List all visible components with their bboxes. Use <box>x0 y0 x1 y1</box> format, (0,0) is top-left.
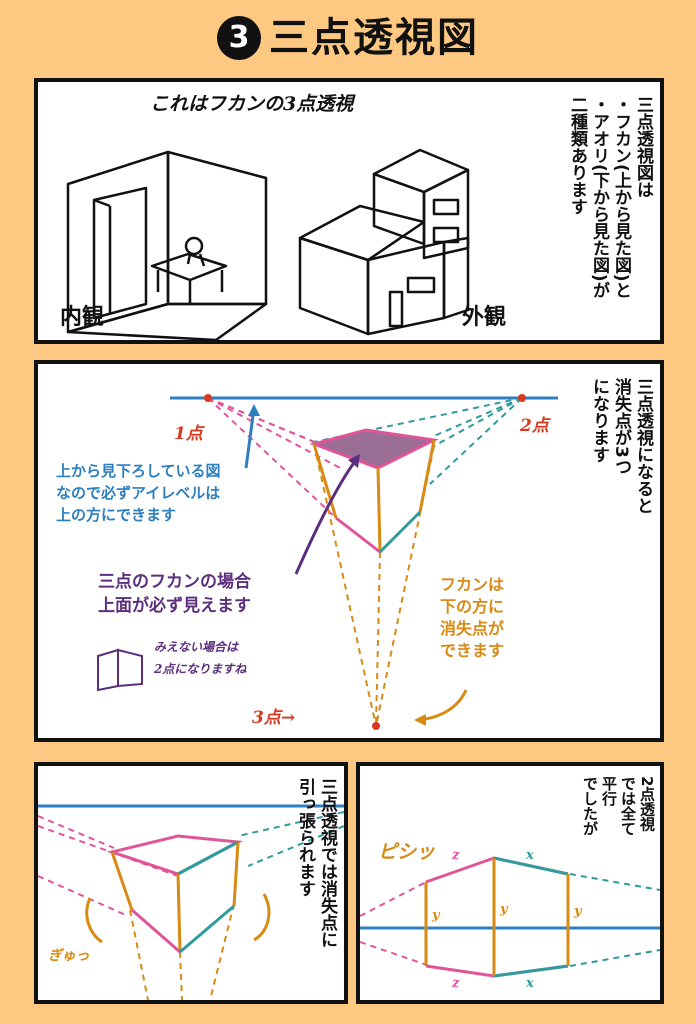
eye-level-note: 上から見下ろしている図なので必ずアイレベルは上の方にできます <box>56 462 221 524</box>
room-shelf <box>92 186 148 320</box>
building-upper-left <box>372 172 426 246</box>
panel1-vertical-text: 三点透視図は・フカン(上から見た図)と・アオリ(下から見た図)が二種類あります <box>567 96 653 299</box>
mark-y-right: y <box>574 904 582 919</box>
building-lower-left <box>298 236 370 336</box>
squeeze-arrow-right <box>253 893 271 942</box>
mark-x-bottom: x <box>526 976 534 991</box>
panel3-vertical-text: 三点透視では消失点に引っ張られます <box>295 778 337 948</box>
panel2-vertical-text: 三点透視になると消失点が3つになります <box>589 378 653 514</box>
door <box>388 290 404 328</box>
top-face-note: 三点のフカンの場合上面が必ず見えます <box>98 572 251 616</box>
cube-top-face <box>106 834 244 876</box>
squeeze-arrow-left <box>85 897 103 944</box>
mark-y-left: y <box>432 908 440 923</box>
mark-y-middle: y <box>500 902 508 917</box>
vp1-label: 1点 <box>174 424 203 444</box>
mark-z-bottom: z <box>452 976 460 991</box>
panel1-heading: これはフカンの3点透視 <box>150 93 354 115</box>
panel2-drawing <box>97 394 558 730</box>
label-exterior: 外観 <box>462 305 507 330</box>
vp2-label: 2点 <box>520 416 549 436</box>
vanishing-point-3 <box>372 722 380 730</box>
small-box-sketch <box>97 648 143 692</box>
window <box>406 276 436 294</box>
purple-arrow <box>294 459 358 575</box>
cube-top-face <box>309 428 439 470</box>
mark-z-top: z <box>452 848 460 863</box>
person-head <box>184 236 204 256</box>
blue-arrow <box>244 407 256 469</box>
building-upper-top <box>372 148 470 194</box>
vanishing-point-1 <box>204 394 212 402</box>
room-floor <box>66 302 268 340</box>
panel4-vertical-text: 2点透視では全て平行でしたが <box>581 776 656 836</box>
panel1-drawing <box>66 148 470 340</box>
table-top <box>150 252 228 282</box>
panel4-drawing <box>360 856 660 978</box>
vp3-note: フカンは下の方に消失点ができます <box>440 575 505 660</box>
window <box>432 198 460 216</box>
window <box>432 226 460 244</box>
panel-intro: これはフカンの3点透視 内観 外観 三点透視図は・フカン(上から見た図)と・アオ… <box>34 78 664 344</box>
title-text: 三点透視図 <box>269 15 479 61</box>
panel-distortion: ぎゅっ 三点透視では消失点に引っ張られます <box>34 762 348 1004</box>
vanishing-point-2 <box>518 394 526 402</box>
room-right-wall <box>166 150 268 306</box>
panel3-drawing <box>38 804 344 1000</box>
panel-three-point: 1点 2点 3点→ 上から見下ろしている図なので必ずアイレベルは上の方にできます… <box>34 360 664 742</box>
panel-two-point-compare: ピシッ z x y y y z x 2点透視では全て平行でしたが <box>356 762 664 1004</box>
snap-sfx: ピシッ <box>378 841 436 863</box>
squeeze-sfx: ぎゅっ <box>48 948 90 964</box>
vp3-label: 3点→ <box>252 708 296 728</box>
label-interior: 内観 <box>60 305 105 330</box>
mark-x-top: x <box>526 848 534 863</box>
title-number-badge: 3 <box>217 16 261 60</box>
